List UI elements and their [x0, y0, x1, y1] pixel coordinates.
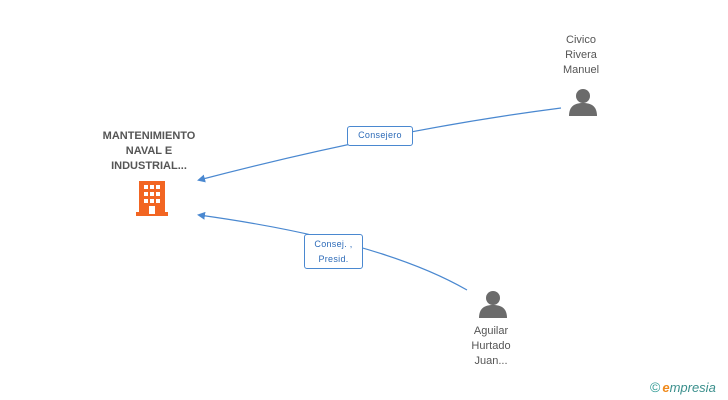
company-name-line-1: MANTENIMIENTO — [102, 130, 196, 142]
company-name-line-2: NAVAL E — [125, 145, 173, 157]
person-2-line-1: Aguilar — [473, 325, 509, 337]
person-icon[interactable] — [478, 290, 508, 318]
empresia-logo: ©empresia — [650, 379, 716, 396]
relation-1-line-1: Consejero — [358, 130, 402, 140]
person-1-line-1: Civico — [566, 34, 596, 46]
person-icon[interactable] — [568, 88, 598, 116]
person-2-line-3: Juan... — [474, 355, 508, 367]
brand-rest: mpresia — [669, 380, 716, 395]
brand-initial: e — [662, 380, 670, 395]
person-1-line-2: Rivera — [565, 49, 597, 61]
copyright-icon: © — [650, 379, 661, 395]
person-name-aguilar[interactable]: Aguilar Hurtado Juan... — [446, 324, 536, 369]
person-name-civico[interactable]: Civico Rivera Manuel — [536, 33, 626, 78]
relation-label-consejero: Consejero — [347, 126, 413, 146]
company-name-line-3: INDUSTRIAL... — [111, 160, 187, 172]
person-1-line-3: Manuel — [562, 64, 600, 76]
relation-2-line-1: Consej. , — [314, 239, 353, 249]
building-icon[interactable] — [136, 181, 168, 216]
company-name[interactable]: MANTENIMIENTO NAVAL E INDUSTRIAL... — [84, 129, 214, 174]
person-2-line-2: Hurtado — [471, 340, 511, 352]
relation-2-line-2: Presid. — [318, 254, 349, 264]
relation-label-consej-presid: Consej. , Presid. — [304, 234, 363, 269]
